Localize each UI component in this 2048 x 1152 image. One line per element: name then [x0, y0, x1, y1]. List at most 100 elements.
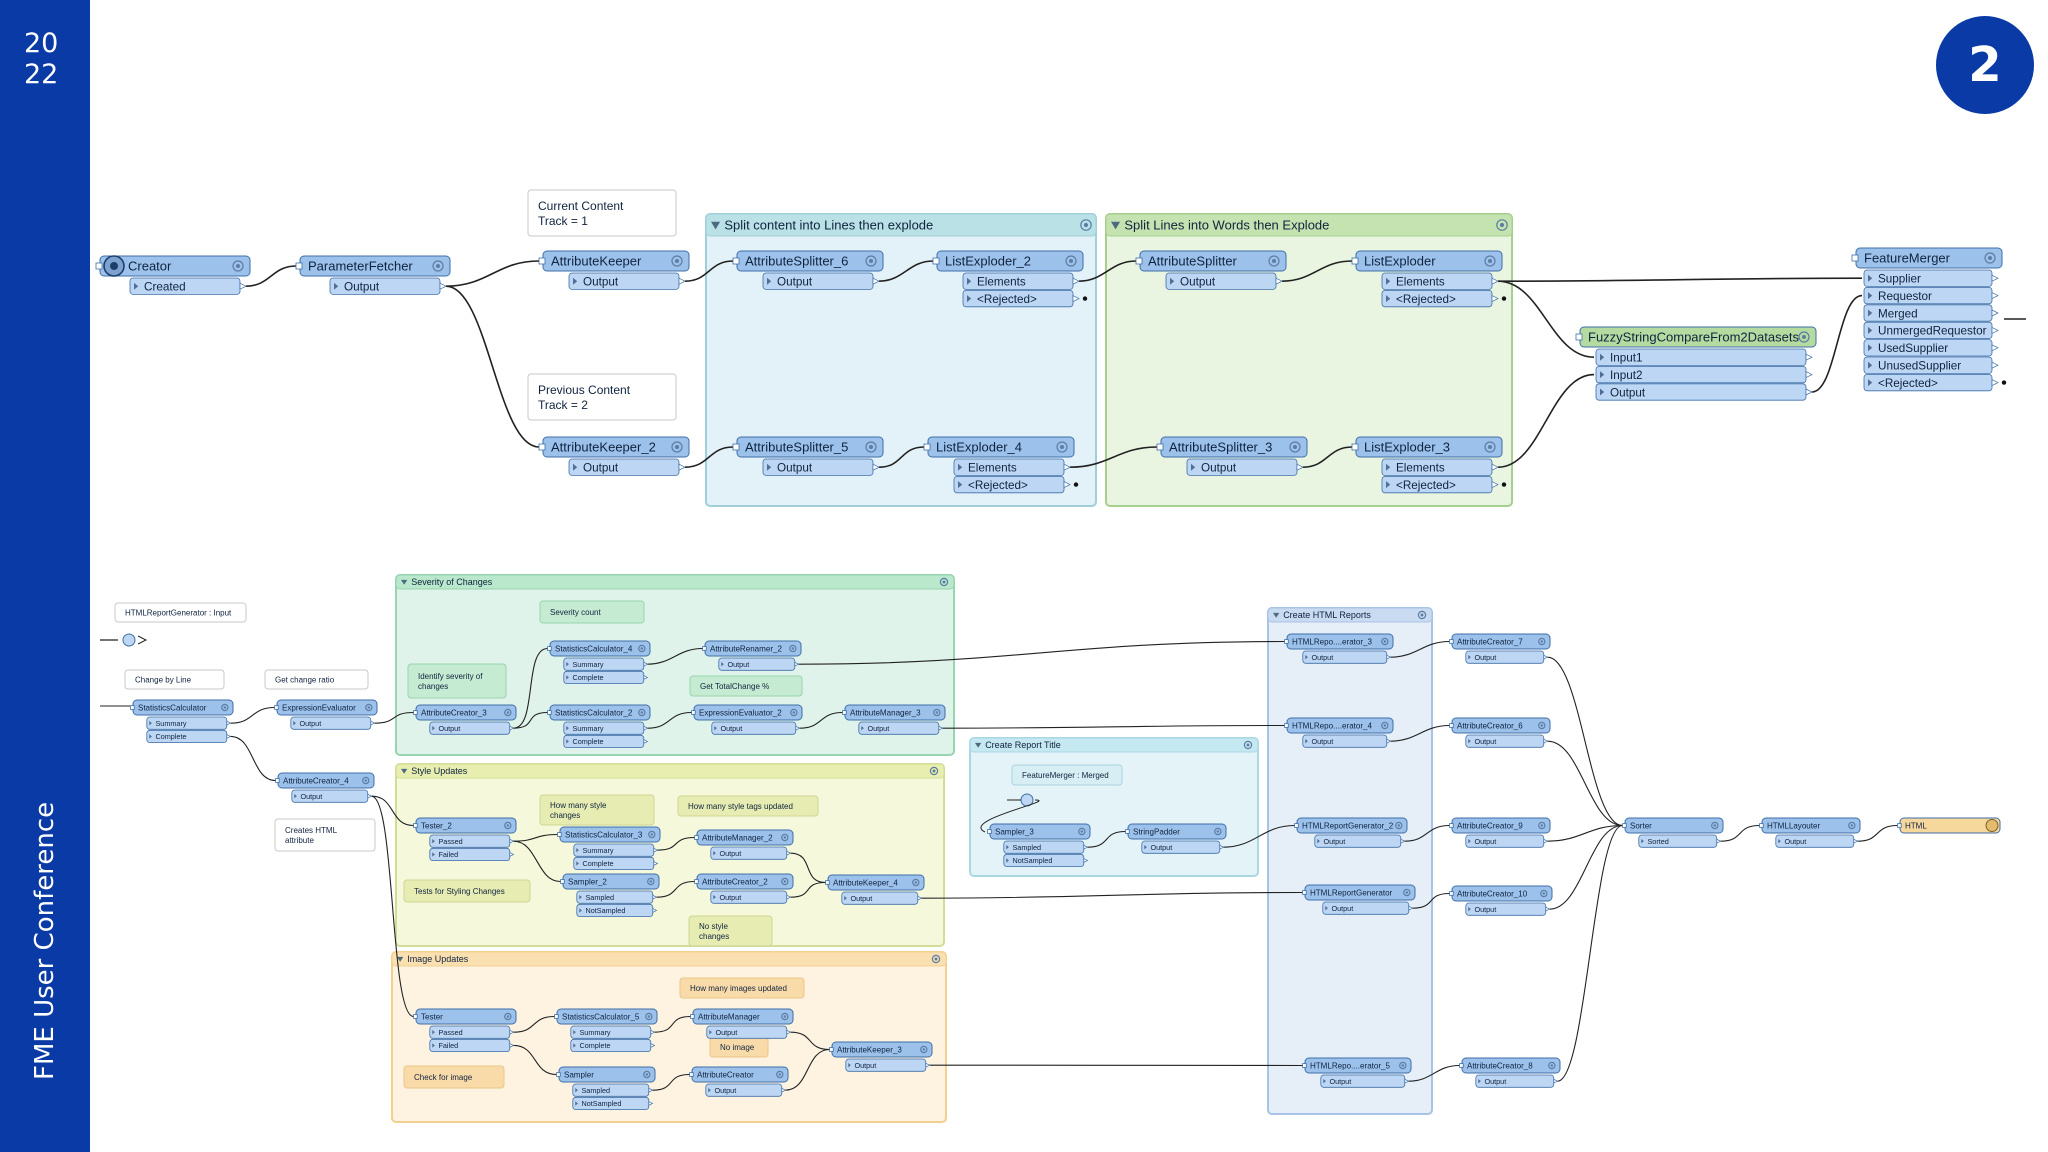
input-port[interactable]: [690, 1014, 695, 1019]
input-port[interactable]: [538, 443, 546, 451]
output-port[interactable]: <Rejected>: [962, 289, 1088, 308]
output-port[interactable]: Passed: [429, 834, 515, 848]
output-port[interactable]: <Rejected>: [1381, 289, 1507, 308]
output-port[interactable]: Output: [1465, 650, 1549, 664]
connection-line[interactable]: [1549, 824, 1623, 910]
input-port[interactable]: [130, 705, 135, 710]
output-port[interactable]: Output: [329, 277, 447, 295]
connection-line[interactable]: [1408, 1064, 1460, 1082]
gear-icon[interactable]: [1080, 219, 1092, 231]
connection-line[interactable]: [513, 711, 548, 729]
gear-icon[interactable]: [929, 766, 939, 776]
gear-icon[interactable]: [1399, 1061, 1407, 1070]
gear-icon[interactable]: [671, 255, 683, 267]
connection-line[interactable]: [647, 711, 692, 729]
gear-icon[interactable]: [647, 877, 655, 886]
collapse-triangle-icon[interactable]: [401, 579, 408, 585]
output-port[interactable]: Output: [1302, 734, 1392, 748]
output-port[interactable]: Summary: [563, 721, 649, 735]
output-port[interactable]: Complete: [563, 670, 649, 684]
output-port[interactable]: NotSampled: [576, 903, 658, 917]
gear-icon[interactable]: [865, 255, 877, 267]
output-port[interactable]: Elements: [962, 272, 1080, 290]
output-port[interactable]: Supplier: [1863, 269, 1999, 287]
output-port[interactable]: Output: [762, 458, 880, 476]
connection-line[interactable]: [1720, 824, 1760, 842]
connection-line[interactable]: [513, 1015, 555, 1033]
connection-line[interactable]: [790, 881, 826, 898]
gear-icon[interactable]: [920, 1045, 928, 1054]
collapse-triangle-icon[interactable]: [711, 221, 721, 230]
output-port[interactable]: Complete: [563, 734, 649, 748]
output-port[interactable]: Output: [706, 1025, 792, 1039]
output-port[interactable]: Output: [1465, 734, 1549, 748]
connection-line[interactable]: [513, 840, 561, 883]
input-port[interactable]: [275, 778, 280, 783]
output-port[interactable]: Output: [1141, 840, 1225, 854]
output-port[interactable]: Sorted: [1638, 834, 1722, 848]
connection-line[interactable]: [513, 833, 558, 842]
output-port[interactable]: Output: [568, 272, 686, 290]
connection-line[interactable]: [684, 260, 734, 282]
output-port[interactable]: UnmergedRequestor: [1863, 321, 1999, 340]
output-port[interactable]: Requestor: [1863, 286, 1999, 305]
gear-icon[interactable]: [933, 708, 941, 717]
connection-line[interactable]: [513, 647, 548, 729]
gear-icon[interactable]: [638, 708, 646, 717]
connection-line[interactable]: [652, 1073, 690, 1091]
gear-icon[interactable]: [1395, 821, 1403, 830]
connection-line[interactable]: [1404, 824, 1450, 842]
connection-line[interactable]: [1811, 294, 1863, 393]
connection-line[interactable]: [654, 1015, 691, 1033]
input-port[interactable]: [732, 257, 740, 265]
gear-icon[interactable]: [1078, 827, 1086, 836]
gear-icon[interactable]: [365, 703, 373, 712]
gear-icon[interactable]: [1984, 252, 1996, 264]
gear-icon[interactable]: [776, 1070, 784, 1079]
output-port[interactable]: Output: [845, 1058, 931, 1072]
connection-line[interactable]: [445, 260, 540, 287]
output-port[interactable]: Sampled: [572, 1083, 654, 1097]
output-port[interactable]: Passed: [429, 1025, 515, 1039]
gear-icon[interactable]: [1484, 255, 1496, 267]
output-port[interactable]: Output: [1465, 902, 1551, 916]
input-port[interactable]: [1135, 257, 1143, 265]
connection-line[interactable]: [1069, 446, 1158, 468]
input-port[interactable]: [829, 1047, 834, 1052]
connection-line[interactable]: [1223, 824, 1295, 848]
connection-line[interactable]: [657, 836, 695, 851]
gear-icon[interactable]: [232, 260, 244, 272]
connection-line[interactable]: [647, 647, 703, 665]
connection-line[interactable]: [371, 795, 414, 827]
output-port[interactable]: Output: [1475, 1074, 1559, 1088]
bookmark-image[interactable]: Image Updates: [391, 951, 947, 1123]
output-port[interactable]: Complete: [570, 1038, 656, 1053]
input-port[interactable]: [694, 835, 699, 840]
input-port[interactable]: [413, 710, 418, 715]
gear-icon[interactable]: [781, 877, 789, 886]
output-port[interactable]: Output: [710, 846, 792, 860]
gear-icon[interactable]: [638, 644, 646, 653]
input-port[interactable]: [1449, 723, 1454, 728]
connection-line[interactable]: [1302, 446, 1353, 468]
connection-line[interactable]: [790, 1031, 830, 1051]
gear-icon[interactable]: [432, 260, 444, 272]
output-port[interactable]: Output: [710, 890, 792, 904]
gear-icon[interactable]: [221, 703, 229, 712]
connection-line[interactable]: [921, 891, 1303, 899]
